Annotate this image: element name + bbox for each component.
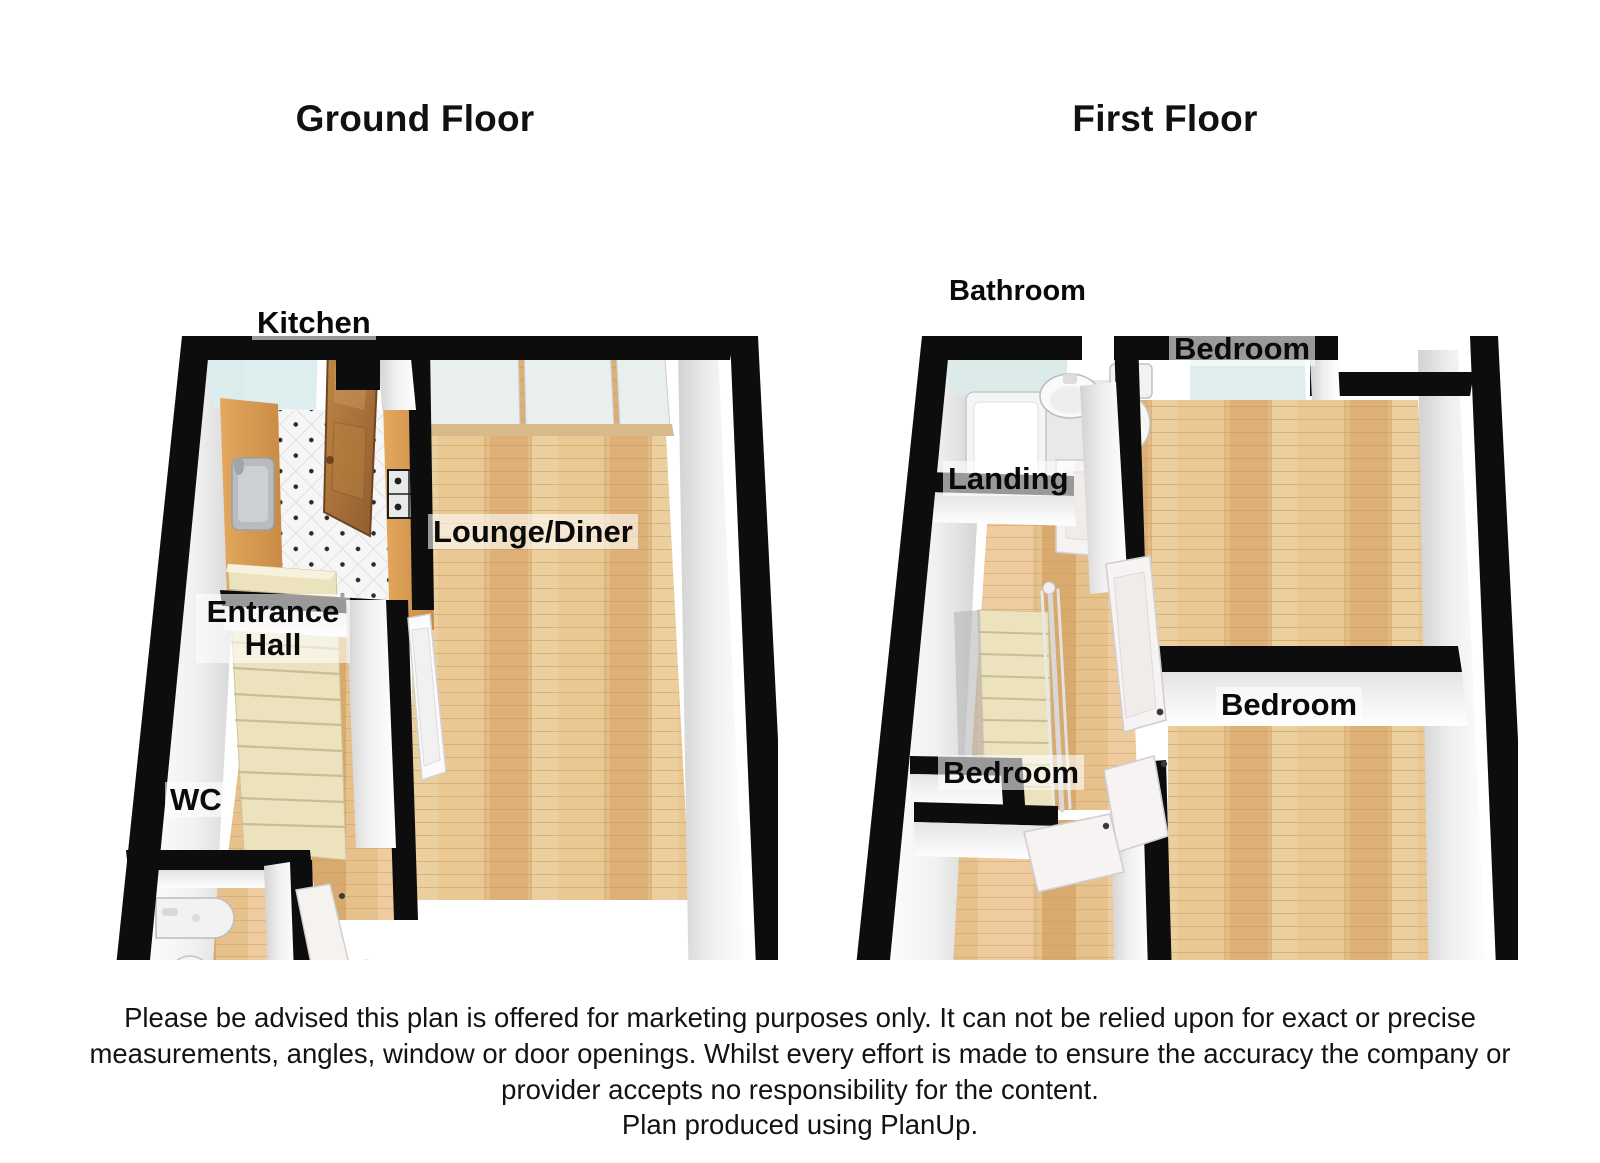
room-label-bedroom-rear: Bedroom [1216, 687, 1363, 723]
wc-door [295, 883, 369, 960]
wall-wc-top [126, 850, 312, 870]
room-label-entrance-hall: Entrance Hall [196, 594, 350, 663]
disclaimer-line-2: measurements, angles, window or door ope… [89, 1037, 1511, 1069]
ground-floor-plan [78, 160, 778, 960]
entrance-hall-line-1: Entrance [206, 594, 340, 629]
wall-bedroom-divider [1124, 646, 1462, 672]
wc-fixtures [155, 897, 235, 960]
room-label-wc: WC [165, 782, 227, 818]
first-floor-plan [818, 160, 1518, 960]
entrance-hall-line-2: Hall [244, 627, 302, 663]
disclaimer-line-1: Please be advised this plan is offered f… [124, 1002, 1476, 1033]
room-label-bedroom-small: Bedroom [938, 755, 1085, 791]
disclaimer-line-3: provider accepts no responsibility for t… [501, 1073, 1099, 1105]
disclaimer-text: Please be advised this plan is offered f… [0, 1000, 1600, 1143]
room-label-kitchen: Kitchen [252, 305, 376, 341]
ground-floor-title: Ground Floor [295, 98, 535, 139]
disclaimer-line-4: Plan produced using PlanUp. [621, 1109, 979, 1141]
lounge-door [407, 613, 447, 782]
room-label-bedroom-front: Bedroom [1169, 331, 1316, 367]
bedroom-front-floor [1138, 400, 1432, 660]
bedroom-small-door [1023, 813, 1125, 893]
bedroom-front-door [1105, 555, 1167, 734]
lounge-floor [408, 356, 690, 900]
wall-kitchen-lounge [408, 346, 434, 610]
room-label-lounge-diner: Lounge/Diner [428, 514, 638, 550]
room-label-landing: Landing [943, 461, 1074, 497]
wall-landing-bedroom-small [914, 802, 1058, 826]
bedroom-rear-floor [1168, 680, 1470, 960]
first-floor-title: First Floor [1072, 98, 1258, 139]
room-label-bathroom: Bathroom [944, 275, 1091, 309]
wall-face-right-outer [678, 350, 746, 960]
outer-walls-ground [116, 336, 778, 960]
